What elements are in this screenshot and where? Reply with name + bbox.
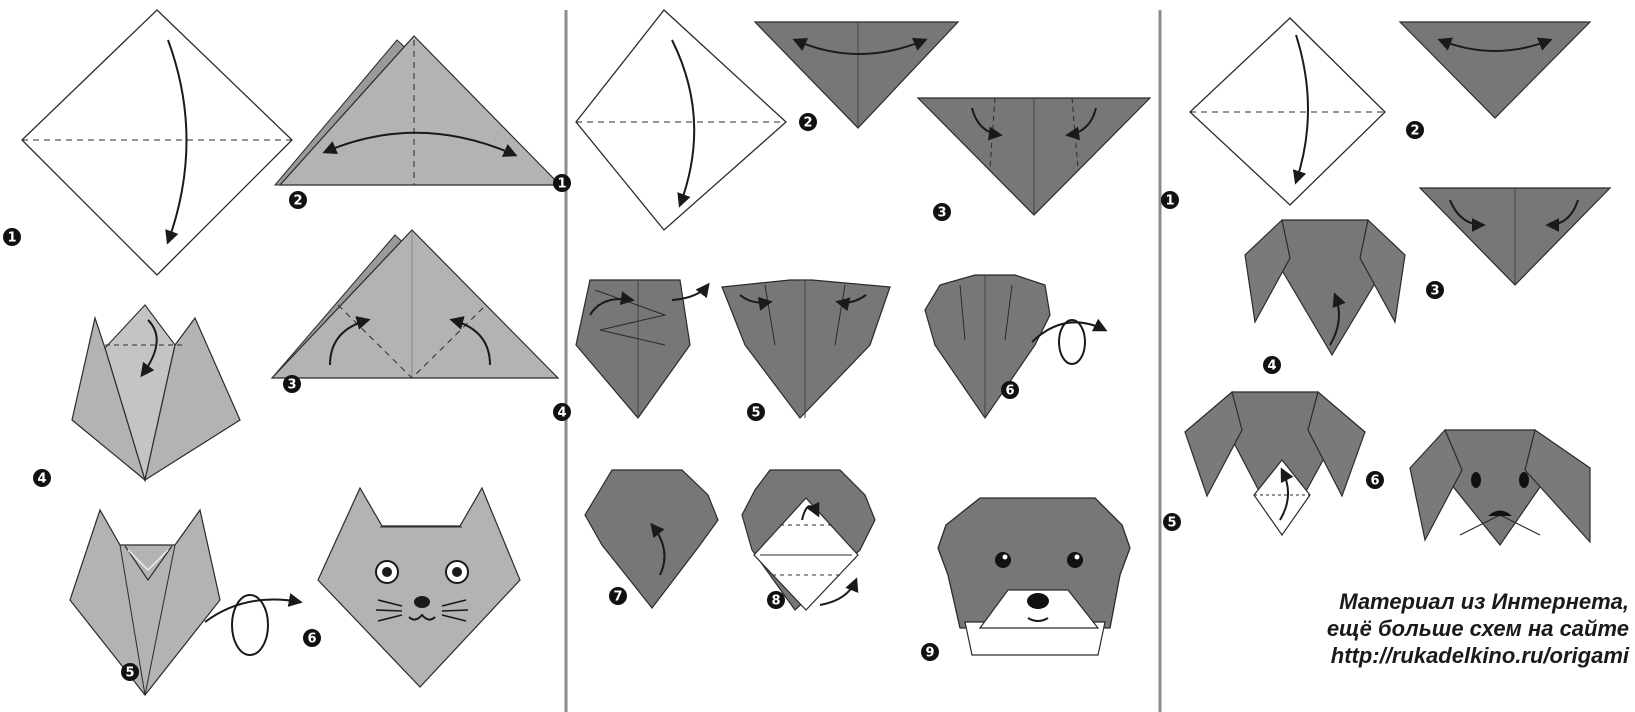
cat-step-2-diagram	[275, 36, 560, 185]
bear-step-number: 7	[613, 590, 622, 605]
dog-step-5-diagram	[1185, 392, 1365, 535]
dog-face-result	[1410, 430, 1590, 545]
cat-step-5-diagram	[70, 510, 300, 695]
bear-step-number: 9	[925, 646, 934, 661]
bear-step-number: 6	[1005, 384, 1014, 399]
credit-line-2: ещё больше схем на сайте	[1209, 615, 1629, 642]
cat-step-number: 6	[307, 632, 316, 647]
dog-step-number: 5	[1167, 516, 1176, 531]
cat-step-4-diagram	[72, 305, 240, 480]
dog-step-number: 3	[1430, 284, 1439, 299]
dog-step-number: 6	[1370, 474, 1379, 489]
bear-step-5-diagram	[722, 280, 890, 418]
bear-step-4-diagram	[576, 280, 708, 418]
credit-line-3: http://rukadelkino.ru/origami	[1209, 642, 1629, 669]
cat-step-number: 4	[37, 472, 46, 487]
cat-step-3-diagram	[272, 230, 558, 378]
cat-panel	[22, 10, 560, 695]
bear-panel	[576, 10, 1150, 655]
cat-step-number: 2	[293, 194, 302, 209]
bear-step-number: 3	[937, 206, 946, 221]
cat-face-result	[318, 488, 520, 687]
bear-face-result	[938, 498, 1130, 655]
credit-line-1: Материал из Интернета,	[1209, 588, 1629, 615]
cat-step-1-diagram	[22, 10, 292, 275]
dog-step-4-diagram	[1245, 220, 1405, 355]
bear-step-7-diagram	[585, 470, 718, 608]
bear-step-number: 8	[771, 594, 780, 609]
bear-step-8-diagram	[742, 470, 875, 610]
bear-step-1-diagram	[576, 10, 786, 230]
dog-step-number: 1	[1165, 194, 1174, 209]
bear-step-number: 2	[803, 116, 812, 131]
dog-step-1-diagram	[1190, 18, 1385, 205]
bear-step-number: 1	[557, 177, 566, 192]
dog-panel	[1185, 18, 1610, 545]
bear-step-3-diagram	[918, 98, 1150, 215]
bear-step-number: 4	[557, 406, 566, 421]
dog-step-2-diagram	[1400, 22, 1590, 118]
dog-step-3-diagram	[1420, 188, 1610, 285]
cat-step-number: 1	[7, 231, 16, 246]
cat-step-number: 3	[287, 378, 296, 393]
dog-step-number: 4	[1267, 359, 1276, 374]
source-credit: Материал из Интернета, ещё больше схем н…	[1209, 588, 1629, 669]
bear-step-number: 5	[751, 406, 760, 421]
cat-step-number: 5	[125, 666, 134, 681]
dog-step-number: 2	[1410, 124, 1419, 139]
bear-step-2-diagram	[755, 22, 958, 128]
